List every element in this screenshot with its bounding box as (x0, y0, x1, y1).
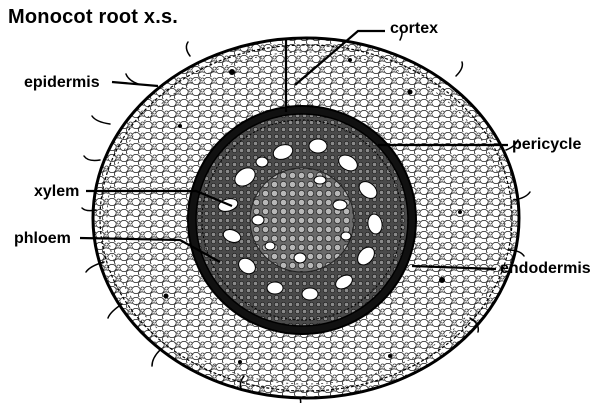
label-phloem: phloem (14, 230, 71, 248)
diagram-title: Monocot root x.s. (8, 6, 178, 29)
label-cortex: cortex (390, 20, 438, 38)
stele (188, 106, 416, 334)
label-endodermis: endodermis (500, 260, 591, 278)
label-pericycle: pericycle (512, 136, 581, 154)
label-epidermis: epidermis (24, 74, 100, 92)
label-xylem: xylem (34, 183, 79, 201)
